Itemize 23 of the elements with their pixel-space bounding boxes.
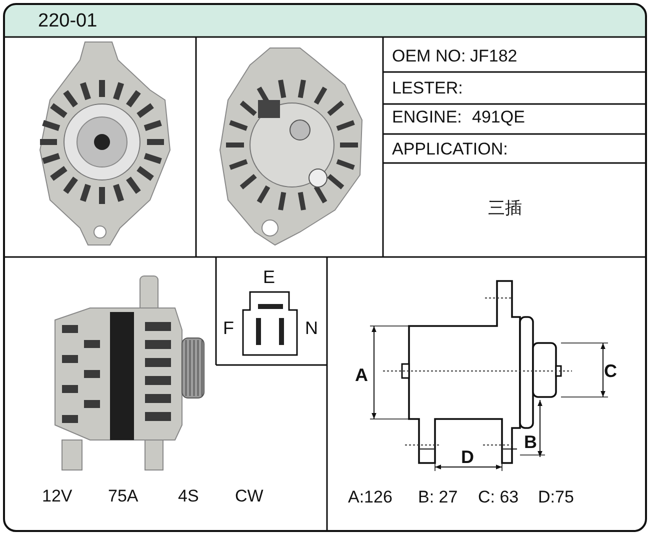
application-note: 三插 (488, 200, 522, 218)
field-label: OEM NO: (392, 48, 466, 64)
pin-label: N (305, 319, 318, 337)
dimension-value: A:126 (348, 488, 392, 506)
dimension-label: B (524, 433, 537, 451)
field-label: LESTER: (392, 80, 463, 96)
field-label: APPLICATION: (392, 140, 508, 158)
field-value: JF182 (470, 48, 518, 64)
dimension-value: C: 63 (478, 488, 519, 506)
pin-label: E (263, 268, 276, 286)
field-value: 491QE (472, 108, 525, 126)
spec-label: 12V (42, 488, 72, 504)
dimension-label: A (355, 366, 368, 384)
title: 220-01 (38, 12, 98, 30)
spec-label: 4S (178, 488, 199, 504)
dimension-label: D (461, 448, 474, 466)
pin-label: F (223, 319, 234, 337)
field-label: ENGINE: (392, 108, 462, 126)
dimension-value: B: 27 (418, 488, 458, 506)
spec-label: 75A (108, 488, 138, 504)
spec-label: CW (235, 488, 264, 504)
dimension-value: D:75 (538, 488, 574, 506)
dimension-label: C (604, 362, 617, 380)
